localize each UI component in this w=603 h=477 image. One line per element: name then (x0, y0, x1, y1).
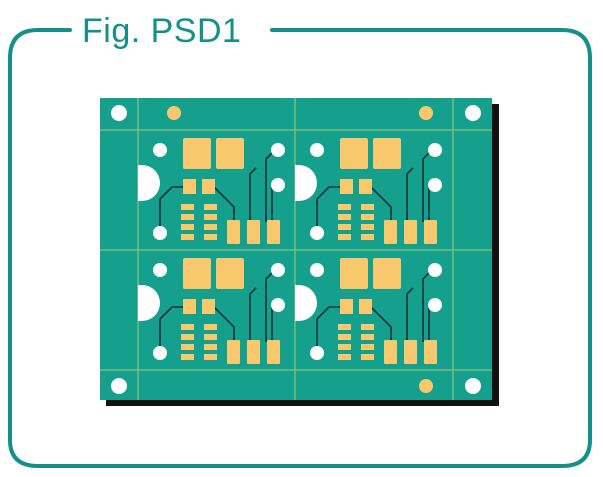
figure-title: Fig. PSD1 (82, 12, 241, 50)
fiducial-mark (167, 106, 181, 120)
panel-route-lines (100, 98, 492, 400)
tooling-hole (111, 378, 127, 394)
tooling-hole (465, 378, 481, 394)
figure-frame (8, 28, 592, 468)
fiducial-mark (419, 379, 433, 393)
fiducial-mark (419, 106, 433, 120)
tooling-hole (465, 105, 481, 121)
tooling-hole (111, 105, 127, 121)
pcb-panel (100, 98, 499, 406)
